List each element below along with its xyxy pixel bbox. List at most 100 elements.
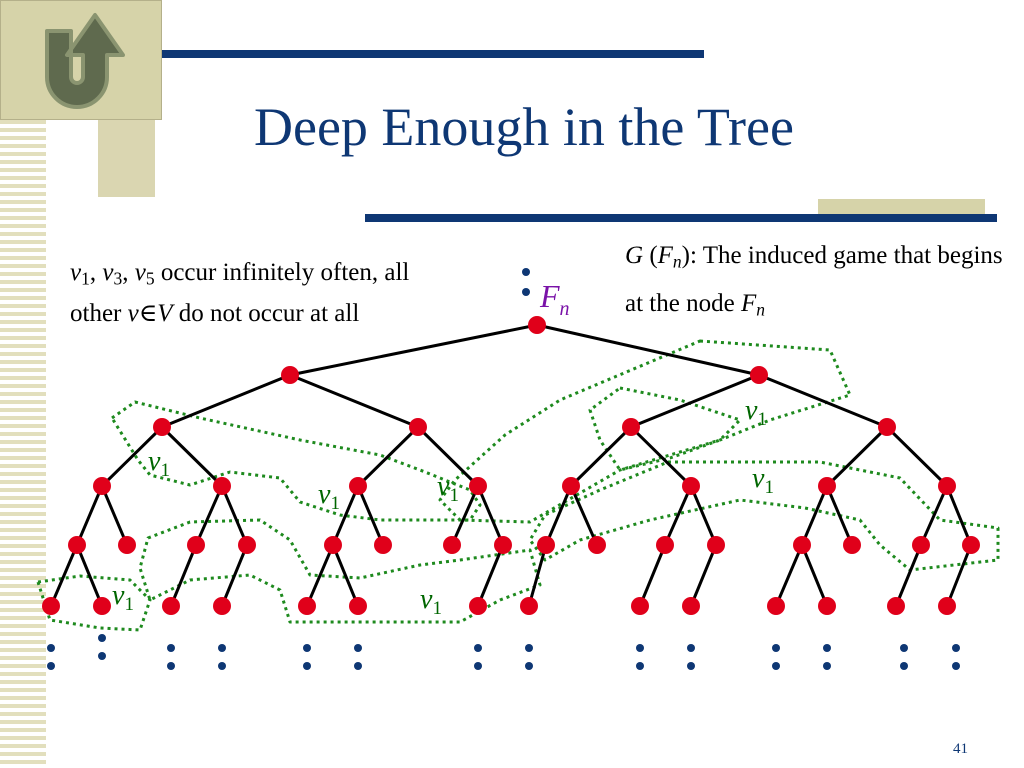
region-outline: [528, 460, 1000, 572]
region-outline: [588, 386, 742, 472]
tree-edge: [49, 543, 79, 608]
tree-node: [238, 536, 256, 554]
slide-title: Deep Enough in the Tree: [254, 97, 794, 157]
continuation-dot: [522, 268, 530, 276]
tree-node: [562, 477, 580, 495]
continuation-dot: [98, 652, 106, 660]
tree-edge: [535, 323, 761, 377]
v1-label: v1: [420, 584, 442, 619]
set-V: V: [157, 300, 173, 327]
decorative-stripes: [0, 120, 46, 768]
separator: ,: [89, 259, 103, 286]
tree-node: [324, 536, 342, 554]
continuation-dot: [167, 662, 175, 670]
tree-edge: [629, 373, 761, 429]
page-number: 41: [953, 741, 968, 757]
tree-node: [962, 536, 980, 554]
tree-node: [162, 597, 180, 615]
var-v: v: [127, 300, 139, 327]
tree-edge: [220, 484, 249, 547]
v1-label: v1: [437, 471, 459, 506]
occurrence-note: v1, v3, v5 occur infinitely often, all o…: [70, 252, 450, 334]
tree-node: [93, 597, 111, 615]
tree-nodes: [42, 316, 980, 615]
tree-edge: [825, 484, 854, 547]
tree-node: [912, 536, 930, 554]
note-text: occur infinitely often, all other: [70, 259, 410, 327]
tree-edge: [774, 543, 804, 608]
subscript: n: [672, 251, 682, 272]
var-v: v: [102, 259, 114, 286]
v1-sub: 1: [330, 493, 340, 514]
tree-edge: [663, 484, 693, 547]
v1-main: v: [437, 471, 450, 502]
tree-edge: [885, 425, 949, 488]
tree-edge: [75, 484, 104, 547]
tree-edge: [356, 425, 420, 488]
tree-edge: [800, 484, 829, 547]
tree-edge: [305, 543, 335, 608]
tree-edge: [544, 484, 573, 547]
tree-edge: [476, 543, 505, 608]
title-rule-bottom: [365, 214, 997, 222]
tree-node: [187, 536, 205, 554]
continuation-dot: [952, 644, 960, 652]
tree-edge: [689, 484, 718, 547]
tree-node: [843, 536, 861, 554]
subscript: n: [756, 299, 765, 320]
continuation-dot: [303, 662, 311, 670]
tree-node: [631, 597, 649, 615]
continuation-dot: [354, 644, 362, 652]
continuation-dot: [772, 644, 780, 652]
tree-edge: [100, 484, 129, 547]
tree-edge: [569, 425, 633, 488]
tree-edge: [527, 543, 548, 608]
v1-label: v1: [745, 395, 767, 430]
tree-node: [213, 477, 231, 495]
tree-node: [682, 477, 700, 495]
tree-edge: [894, 543, 923, 608]
tree-node: [349, 477, 367, 495]
tree-node: [707, 536, 725, 554]
tree-node: [469, 597, 487, 615]
tree-node: [443, 536, 461, 554]
continuation-dot: [47, 662, 55, 670]
decorative-tab: [818, 199, 985, 215]
tree-edge: [160, 425, 224, 488]
continuation-dot: [952, 662, 960, 670]
tree-edge: [569, 484, 599, 547]
v1-sub: 1: [124, 594, 134, 615]
game-G: G: [625, 242, 644, 269]
tree-node: [118, 536, 136, 554]
continuation-dot: [303, 644, 311, 652]
tree-edge: [689, 543, 718, 608]
tree-node: [818, 477, 836, 495]
tree-edge: [75, 543, 104, 608]
tree-node: [938, 597, 956, 615]
node-F: F: [740, 290, 757, 317]
tree-node: [588, 536, 606, 554]
var-v: v: [70, 259, 82, 286]
subscript: 5: [145, 268, 155, 289]
logo-box: [0, 0, 162, 120]
continuation-dot: [636, 644, 644, 652]
v1-main: v: [745, 395, 758, 426]
tree-node: [42, 597, 60, 615]
tree-node: [68, 536, 86, 554]
u-turn-arrow-icon: [45, 13, 125, 109]
tree-node: [682, 597, 700, 615]
tree-edge: [160, 373, 292, 429]
region-outline: [36, 574, 152, 632]
tree-node: [656, 536, 674, 554]
tree-node: [298, 597, 316, 615]
tree-edge: [919, 484, 949, 547]
tree-node: [93, 477, 111, 495]
continuation-dot: [687, 662, 695, 670]
tree-node: [349, 597, 367, 615]
continuation-dot: [218, 644, 226, 652]
tree-edge: [757, 373, 889, 429]
continuation-dot: [900, 662, 908, 670]
tree-edge: [800, 543, 829, 608]
element-of-symbol: ∈: [138, 300, 158, 327]
